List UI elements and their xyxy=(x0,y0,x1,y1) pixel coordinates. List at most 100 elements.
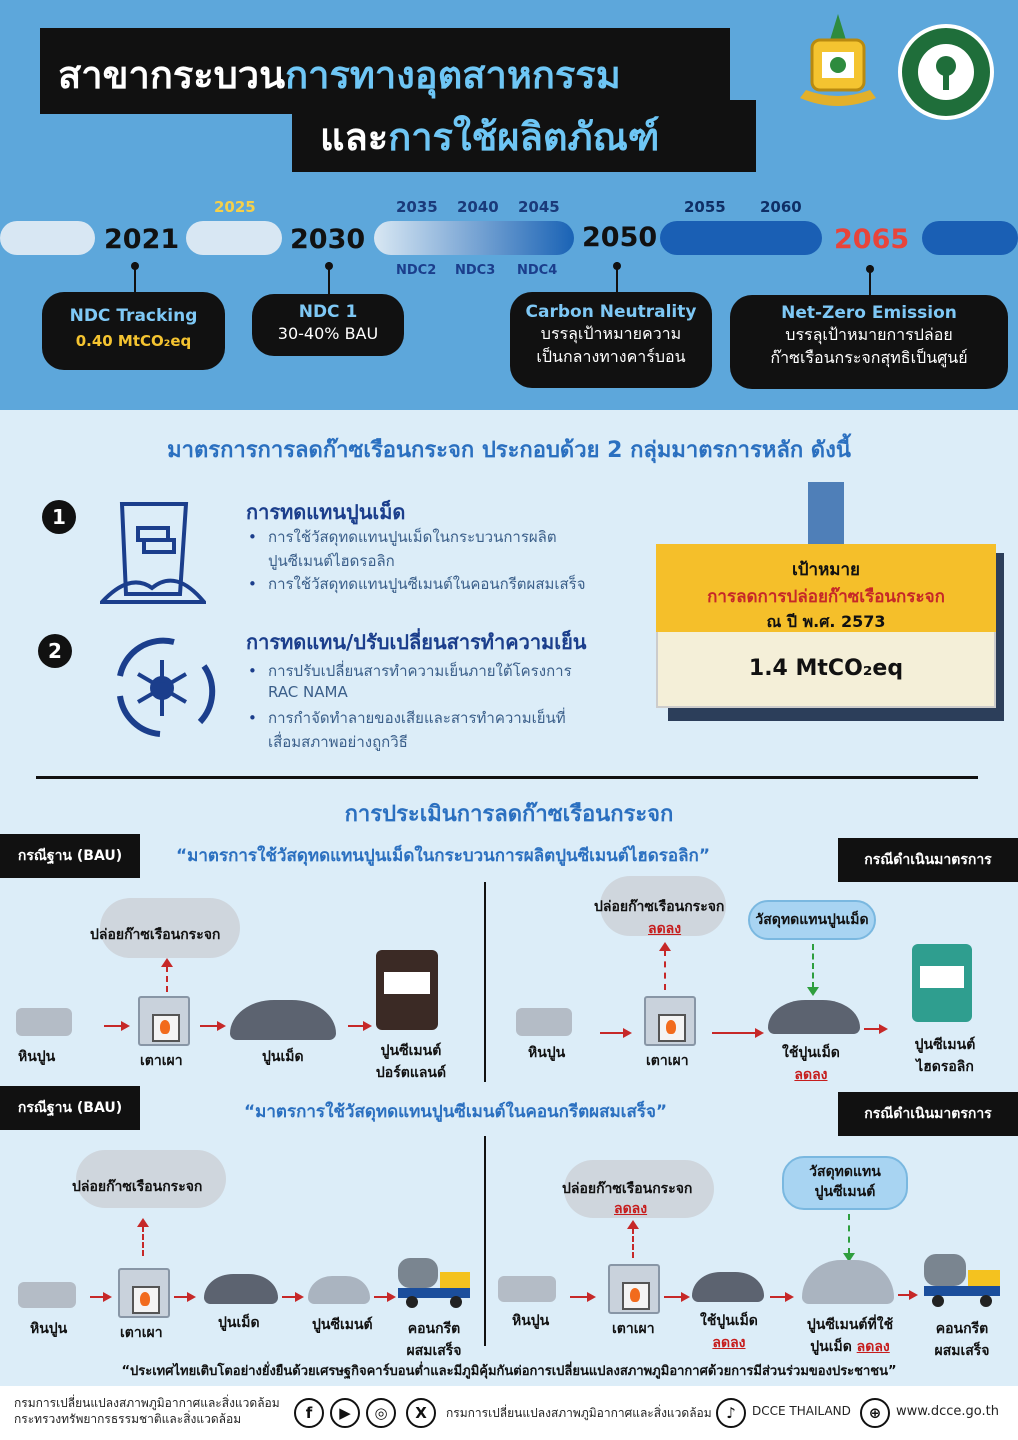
label-text: ใช้ปูนเม็ด xyxy=(700,1313,758,1329)
milestone-title: NDC Tracking xyxy=(69,306,198,326)
use-clinker-label: ใช้ปูนเม็ดลดลง xyxy=(700,1310,758,1354)
substitute-arrow xyxy=(807,944,819,996)
year-2060: 2060 xyxy=(760,198,802,216)
website-link[interactable]: www.dcce.go.th xyxy=(896,1404,999,1419)
cement-powder-icon xyxy=(308,1276,370,1304)
emit-label: ปล่อยก๊าซเรือนกระจก xyxy=(562,1181,693,1197)
limestone-icon xyxy=(516,1008,572,1036)
timeline-bar xyxy=(660,221,822,255)
dcce-logo-icon xyxy=(898,24,994,120)
target-box-header: เป้าหมาย การลดการปล่อยก๊าซเรือนกระจก ณ ป… xyxy=(656,544,996,632)
milestone-text: บรรลุเป้าหมายความ xyxy=(540,324,682,343)
portland-label: ปูนซีเมนต์ปอร์ตแลนด์ xyxy=(366,1040,456,1084)
measure-title: การทดแทนปูนเม็ด xyxy=(246,500,406,524)
label-text: ปูนซีเมนต์ที่ใช้ xyxy=(806,1317,894,1333)
target-value: 1.4 MtCO₂eq xyxy=(748,656,904,681)
milestone-title: Net-Zero Emission xyxy=(781,303,957,323)
flow-arrow xyxy=(348,1021,372,1031)
milestone-title: Carbon Neutrality xyxy=(525,302,697,322)
product-name: ผสมเสร็จ xyxy=(934,1343,990,1359)
kiln-icon xyxy=(138,996,190,1046)
title-part-highlight: การใช้ผลิตภัณฑ์ xyxy=(388,115,660,159)
vertical-divider xyxy=(484,882,486,1082)
year-2030: 2030 xyxy=(290,224,366,255)
flow-arrow xyxy=(898,1290,918,1300)
year-2055: 2055 xyxy=(684,198,726,216)
flow-arrow xyxy=(174,1292,196,1302)
x-icon[interactable]: X xyxy=(406,1398,436,1428)
product-name: ปูนซีเมนต์ xyxy=(914,1037,976,1053)
flow-arrow xyxy=(600,1028,632,1038)
kiln-icon xyxy=(644,996,696,1046)
kiln-label: เตาเผา xyxy=(120,1325,163,1341)
cement-powder-icon xyxy=(802,1260,894,1304)
kiln-icon xyxy=(118,1268,170,1318)
emit-label: ปล่อยก๊าซเรือนกระจก xyxy=(72,1179,203,1195)
mixer-truck-icon xyxy=(922,1248,1004,1310)
ndc-label: NDC4 xyxy=(517,263,558,278)
measure-bullet: การปรับเปลี่ยนสารทำความเย็นภายใต้โครงการ xyxy=(248,660,572,683)
action-tag: กรณีดำเนินมาตรการ xyxy=(838,838,1018,882)
measure-bullet-cont: RAC NAMA xyxy=(268,683,348,701)
mixer-truck-icon xyxy=(396,1252,474,1310)
timeline-pin-line xyxy=(616,262,618,294)
footer-org: กรมการเปลี่ยนแปลงสภาพภูมิอากาศและสิ่งแวด… xyxy=(14,1396,280,1410)
footer xyxy=(0,1386,1018,1440)
tiktok-handle[interactable]: DCCE THAILAND xyxy=(752,1404,851,1418)
reduce-label: ลดลง xyxy=(648,921,682,937)
target-line: การลดการปล่อยก๊าซเรือนกระจก xyxy=(707,587,945,607)
bau-tag: กรณีฐาน (BAU) xyxy=(0,1086,140,1130)
section-divider xyxy=(36,776,978,779)
milestone-text: ก๊าซเรือนกระจกสุทธิเป็นศูนย์ xyxy=(770,348,968,367)
reduce-label: ลดลง xyxy=(712,1335,746,1351)
cement-label: ปูนซีเมนต์ xyxy=(312,1317,373,1333)
vertical-divider xyxy=(484,1136,486,1346)
measures-heading: มาตรการการลดก๊าซเรือนกระจก ประกอบด้วย 2 … xyxy=(167,438,851,463)
target-year: ณ ปี พ.ศ. 2573 xyxy=(766,612,886,631)
year-2050: 2050 xyxy=(582,222,658,253)
emit-arrow xyxy=(659,942,671,990)
clinker-icon xyxy=(768,1000,860,1034)
limestone-icon xyxy=(16,1008,72,1036)
year-2035: 2035 xyxy=(396,198,438,216)
target-tab xyxy=(808,482,844,546)
assessment-heading: การประเมินการลดก๊าซเรือนกระจก xyxy=(344,802,674,827)
milestone-text: 30-40% BAU xyxy=(277,324,379,343)
clinker-label: ปูนเม็ด xyxy=(218,1315,260,1331)
timeline-bar xyxy=(186,221,282,255)
use-clinker-label: ใช้ปูนเม็ดลดลง xyxy=(782,1042,840,1086)
timeline-bar xyxy=(922,221,1018,255)
instagram-icon[interactable]: ◎ xyxy=(366,1398,396,1428)
timeline-pin-line xyxy=(328,262,330,294)
youtube-icon[interactable]: ▶ xyxy=(330,1398,360,1428)
label-text: ปูนเม็ด xyxy=(810,1339,852,1355)
facebook-icon[interactable]: f xyxy=(294,1398,324,1428)
reduce-label: ลดลง xyxy=(856,1339,890,1355)
timeline-bar xyxy=(374,221,574,255)
cloud-icon xyxy=(564,1160,714,1218)
tiktok-icon[interactable]: ♪ xyxy=(716,1398,746,1428)
year-2040: 2040 xyxy=(457,198,499,216)
kiln-icon xyxy=(608,1264,660,1314)
title-part: และ xyxy=(320,115,389,159)
substitute-pill: วัสดุทดแทนปูนเม็ด xyxy=(748,900,876,940)
product-name: คอนกรีต xyxy=(935,1321,989,1337)
ndc-label: NDC3 xyxy=(455,263,496,278)
clinker-icon xyxy=(230,1000,336,1040)
milestone-ndc-tracking: NDC Tracking 0.40 MtCO₂eq xyxy=(42,292,225,370)
concrete-label: คอนกรีตผสมเสร็จ xyxy=(926,1318,998,1362)
quote-1: “มาตรการใช้วัสดุทดแทนปูนเม็ดในกระบวนการผ… xyxy=(176,846,711,866)
milestone-net-zero: Net-Zero Emission บรรลุเป้าหมายการปล่อย … xyxy=(730,295,1008,389)
pill-text: วัสดุทดแทน xyxy=(809,1164,881,1180)
substitute-pill: วัสดุทดแทนปูนซีเมนต์ xyxy=(782,1156,908,1210)
social-account-name[interactable]: กรมการเปลี่ยนแปลงสภาพภูมิอากาศและสิ่งแวด… xyxy=(446,1406,712,1420)
title-line-2: และการใช้ผลิตภัณฑ์ xyxy=(292,100,756,172)
cement-bag-icon xyxy=(376,950,438,1030)
website-icon[interactable]: ⊕ xyxy=(860,1398,890,1428)
pill-text: ปูนซีเมนต์ xyxy=(814,1184,876,1200)
emit-arrow xyxy=(627,1220,639,1258)
timeline-bar xyxy=(0,221,95,255)
measure-bullet-cont: ปูนซีเมนต์ไฮดรอลิก xyxy=(268,552,395,570)
reduce-label: ลดลง xyxy=(614,1201,648,1217)
flow-arrow xyxy=(374,1292,396,1302)
